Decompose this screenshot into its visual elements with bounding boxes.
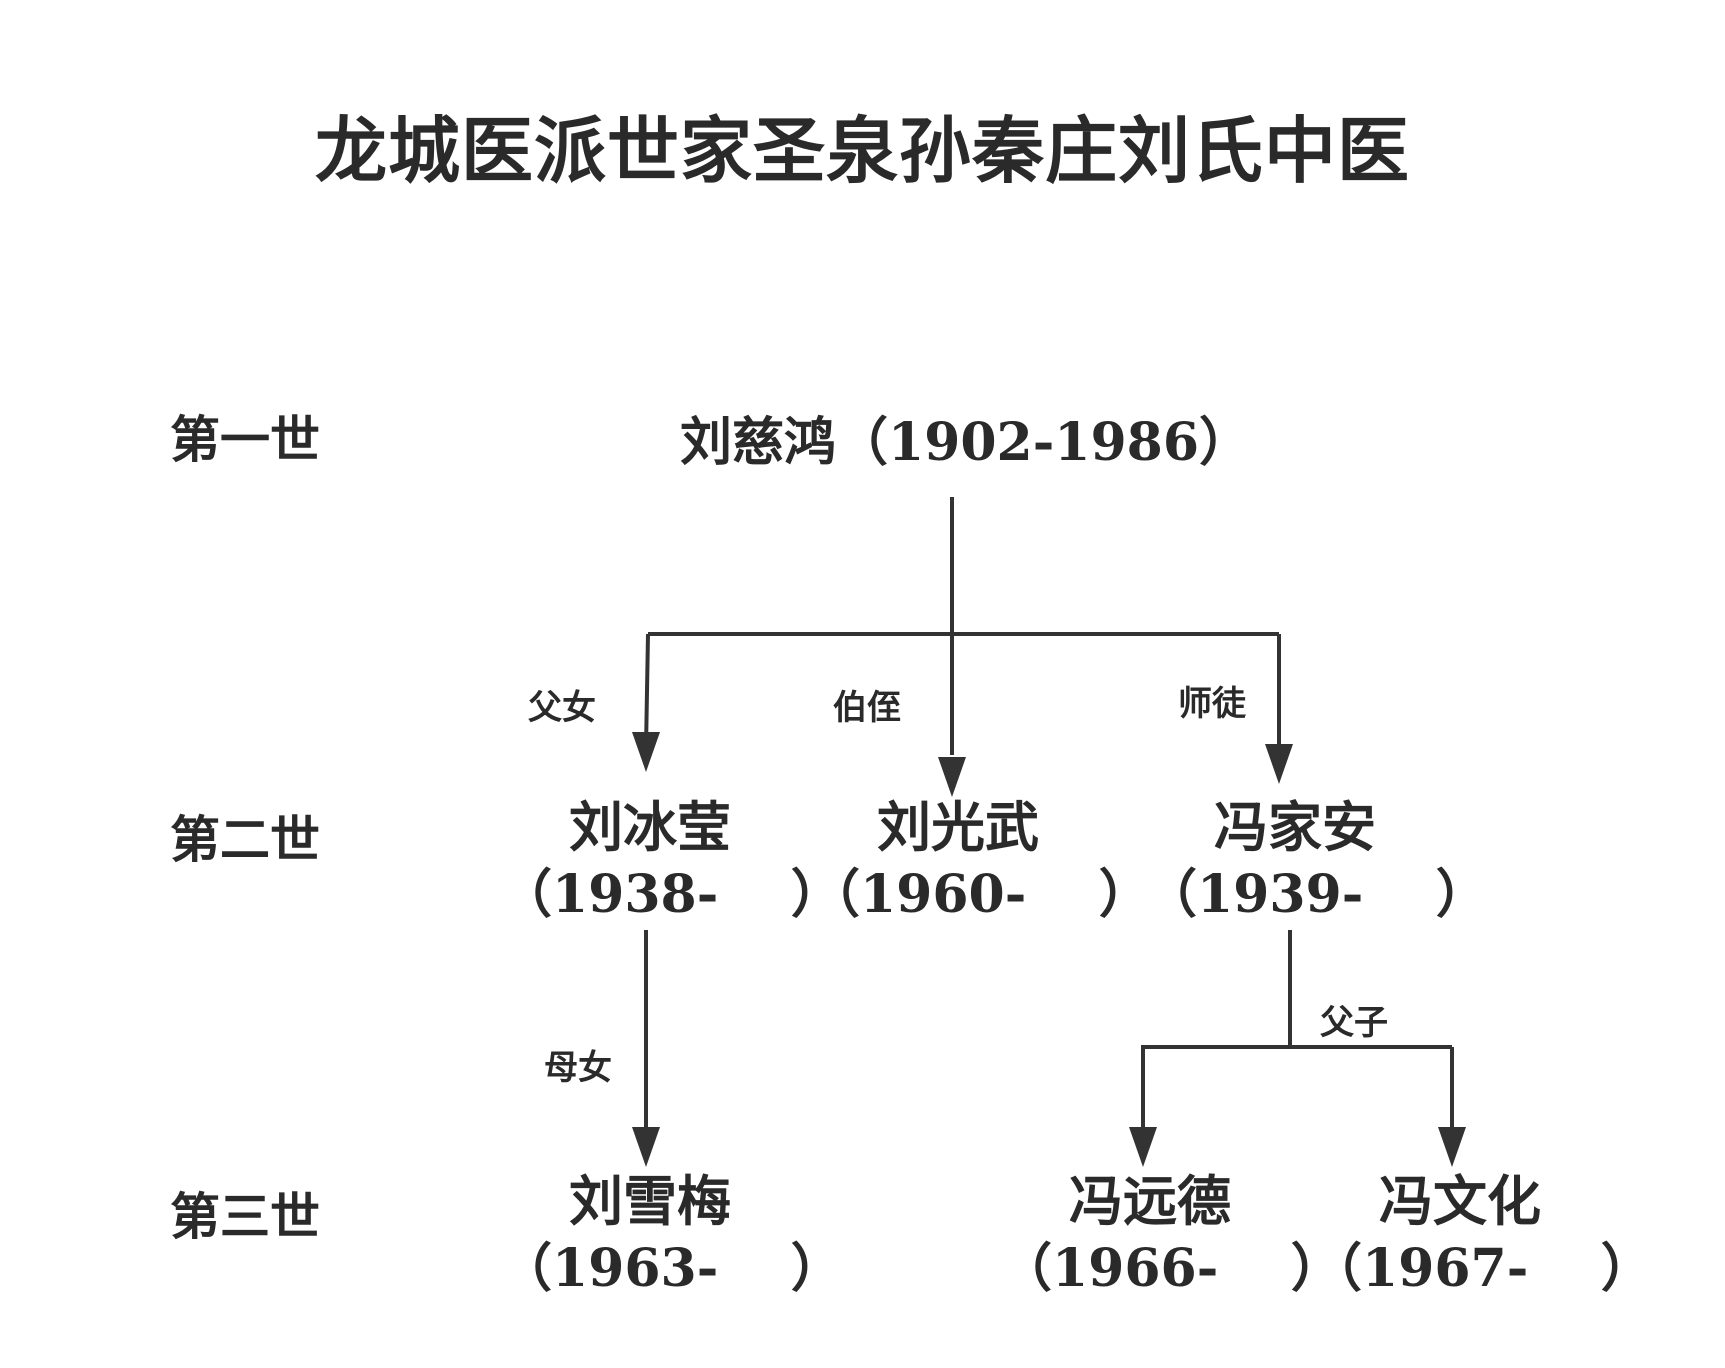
generation-label-3: 第三世 [170,1187,320,1246]
relation-label-father-son: 父子 [1320,1003,1388,1043]
generation-label-2: 第二世 [170,810,320,869]
node-name: 刘光武 [877,795,1039,859]
relation-label-mother-daughter: 母女 [544,1048,612,1088]
arrowhead-feng-jiaan [1265,744,1293,784]
node-years: （1939- ） [1145,864,1488,925]
arrowhead-feng-wenhua [1438,1127,1466,1167]
node-name: 刘冰莹 [569,795,731,859]
root-node-liu-cihong: 刘慈鸿（1902-1986） [680,412,1252,473]
node-years: （1963- ） [500,1238,843,1299]
node-liu-bingying: 刘冰莹 （1938- ） [500,794,843,930]
node-years: （1967- ） [1310,1238,1653,1299]
node-feng-wenhua: 冯文化 （1967- ） [1310,1168,1653,1304]
arrowhead-liu-guangwu [938,757,966,797]
branch-line-liu-bingying [644,633,650,749]
arrowhead-liu-bingying [632,732,660,772]
relation-label-father-daughter: 父女 [528,688,596,728]
node-name: 冯远德 [1069,1169,1231,1233]
node-years: （1960- ） [808,864,1151,925]
node-name: 冯文化 [1379,1169,1541,1233]
node-feng-jiaan: 冯家安 （1939- ） [1145,794,1488,930]
node-liu-xuemei: 刘雪梅 （1963- ） [500,1168,843,1304]
relation-label-uncle-nephew: 伯侄 [833,688,901,728]
page-title: 龙城医派世家圣泉孙秦庄刘氏中医 [314,108,1410,193]
arrowhead-liu-xuemei [632,1127,660,1167]
node-feng-yuande: 冯远德 （1966- ） [1000,1168,1343,1304]
node-name: 刘雪梅 [569,1169,731,1233]
node-years: （1966- ） [1000,1238,1343,1299]
node-years: （1938- ） [500,864,843,925]
node-name: 冯家安 [1214,795,1376,859]
relation-label-master-apprentice: 师徒 [1178,684,1246,724]
arrowhead-feng-yuande [1129,1127,1157,1167]
node-liu-guangwu: 刘光武 （1960- ） [808,794,1151,930]
generation-label-1: 第一世 [170,410,320,469]
